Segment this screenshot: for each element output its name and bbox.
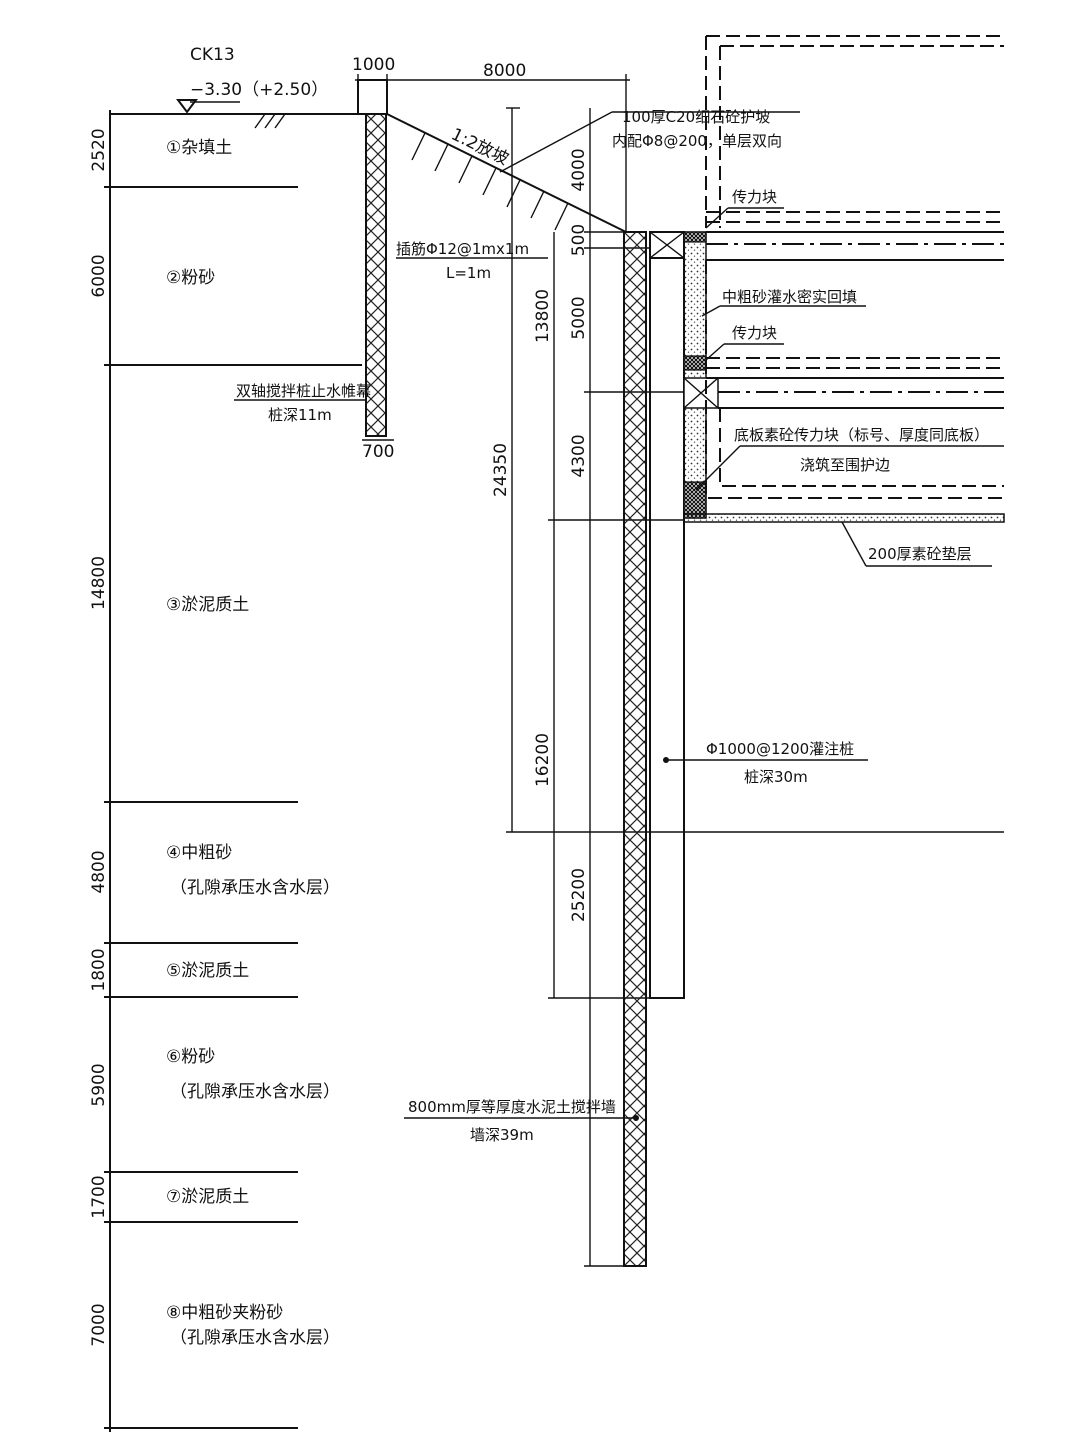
leader-line	[499, 111, 613, 173]
stratum-name: ②粉砂	[166, 268, 215, 288]
strut-cross-icon	[683, 377, 719, 409]
concrete-cushion	[683, 513, 1005, 523]
dim-1000: 1000	[352, 55, 395, 75]
wall-depth-label: 墙深39m	[470, 1126, 534, 1144]
base-strut-label-2: 浇筑至围护边	[800, 456, 890, 474]
stratum-name: ③淤泥质土	[166, 595, 249, 615]
slope-hatch-icon	[411, 132, 569, 231]
strut-mid-label: 传力块	[732, 324, 777, 342]
stratum-name: ⑧中粗砂夹粉砂	[166, 1303, 283, 1323]
leader-line	[705, 207, 729, 229]
borehole-elevation: −3.30（+2.50）	[190, 80, 328, 100]
backfill-label: 中粗砂灌水密实回填	[722, 288, 857, 306]
slope-protect-label: 100厚C20细石砼护坡	[622, 108, 770, 126]
slope-ratio: 1:2放坡	[448, 125, 512, 170]
stratum-thickness: 6000	[89, 254, 109, 297]
slope-line	[386, 113, 627, 233]
dim-16200: 16200	[533, 733, 553, 787]
leader-dot-icon	[633, 1115, 639, 1121]
stratum-thickness: 5900	[89, 1063, 109, 1106]
stratum-name: ⑥粉砂	[166, 1047, 215, 1067]
stratum-name: ⑦淤泥质土	[166, 1187, 249, 1207]
outer-dashed-outline	[705, 35, 1004, 228]
base-strut-label: 底板素砼传力块（标号、厚度同底板）	[734, 426, 989, 444]
cement-soil-mixing-wall	[623, 231, 647, 1267]
elevation-triangle-icon	[176, 99, 198, 114]
dim-5000: 5000	[569, 296, 589, 339]
cap-beam	[357, 79, 388, 115]
vertical-dimensions: 24350 13800 16200 4000 500 5000 4300 252…	[491, 107, 1004, 1267]
slope-rebar-label: 内配Φ8@200，单层双向	[612, 132, 782, 150]
dowel-label: 插筋Φ12@1mx1m	[396, 240, 529, 258]
stratum-note: （孔隙承压水含水层）	[170, 1082, 340, 1102]
dim-4000: 4000	[569, 148, 589, 191]
leader-dot-icon	[663, 757, 669, 763]
strut-block-top	[683, 231, 707, 243]
dim-24350: 24350	[491, 443, 511, 497]
cushion-label: 200厚素砼垫层	[868, 545, 972, 563]
wall-label: 800mm厚等厚度水泥土搅拌墙	[408, 1098, 616, 1116]
inner-dashed-outline	[719, 45, 1004, 228]
leader-line	[701, 305, 721, 317]
stratum-name: ①杂填土	[166, 138, 232, 158]
stratum-name: ⑤淤泥质土	[166, 961, 249, 981]
leader-line	[695, 445, 741, 491]
cap-cross-icon	[649, 231, 685, 259]
basement-structure	[683, 35, 1005, 523]
stratum-thickness: 7000	[89, 1303, 109, 1346]
curtain-label: 双轴搅拌桩止水帷幕	[236, 382, 371, 400]
stratum-note: （孔隙承压水含水层）	[170, 1328, 340, 1348]
stratum-name: ④中粗砂	[166, 843, 232, 863]
sand-backfill	[683, 231, 707, 519]
stratum-thickness: 4800	[89, 850, 109, 893]
dim-8000: 8000	[483, 61, 526, 81]
dim-4300: 4300	[569, 434, 589, 477]
leader-line	[841, 521, 867, 567]
leader-line	[705, 343, 725, 361]
stratum-note: （孔隙承压水含水层）	[170, 878, 340, 898]
dim-700: 700	[362, 442, 394, 462]
stratum-thickness: 14800	[89, 556, 109, 610]
dowel-length-label: L=1m	[446, 264, 491, 282]
dim-500: 500	[569, 224, 589, 256]
stratum-thickness: 2520	[89, 128, 109, 171]
dim-13800: 13800	[533, 289, 553, 343]
stratum-thickness: 1700	[89, 1175, 109, 1218]
ground-hatch-icon	[254, 113, 286, 129]
strata-column: 2520 6000 14800 4800 1800 5900 1700 7000…	[89, 110, 362, 1432]
strut-block-mid	[683, 355, 707, 371]
borehole-id: CK13	[190, 45, 235, 65]
pile-label: Φ1000@1200灌注桩	[706, 740, 854, 758]
strut-top-label: 传力块	[732, 188, 777, 206]
bored-pile	[649, 231, 685, 999]
stratum-thickness: 1800	[89, 948, 109, 991]
pile-depth-label: 桩深30m	[744, 768, 808, 786]
dim-25200: 25200	[569, 868, 589, 922]
base-strut-block	[683, 481, 707, 519]
curtain-depth-label: 桩深11m	[268, 406, 332, 424]
lower-inner-outline	[719, 408, 1004, 487]
mixing-pile-curtain	[365, 113, 387, 437]
